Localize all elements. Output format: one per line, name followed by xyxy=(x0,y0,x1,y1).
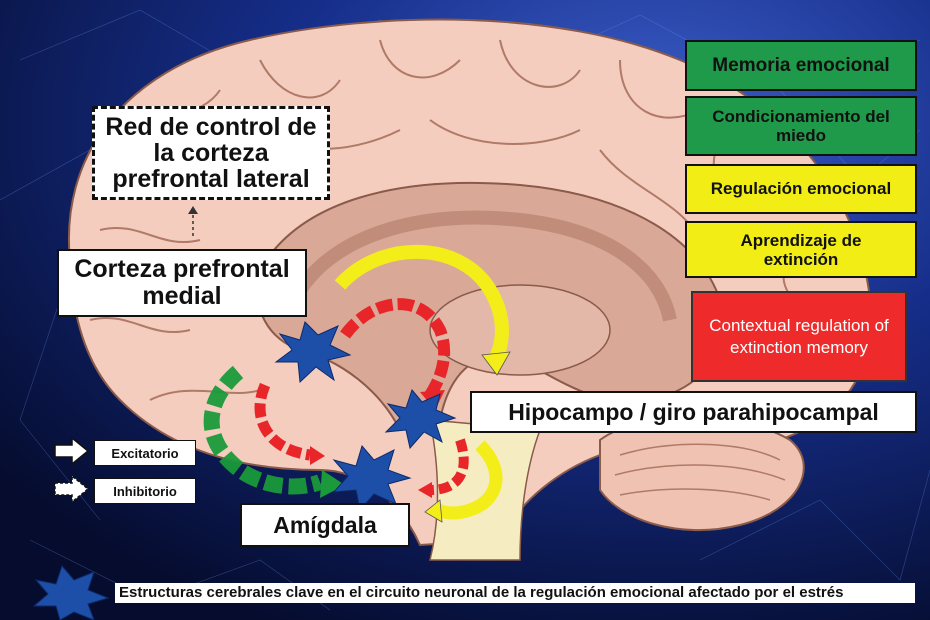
label-hipocampo-text: Hipocampo / giro parahipocampal xyxy=(508,398,879,425)
green-arrow xyxy=(203,365,323,495)
function-condicionamiento: Condicionamiento del miedo xyxy=(685,96,917,156)
label-hipocampo: Hipocampo / giro parahipocampal xyxy=(470,391,917,433)
function-condicionamiento-text: Condicionamiento del miedo xyxy=(712,107,890,145)
label-cpfm-text: Corteza prefrontal medial xyxy=(74,255,290,310)
legend-inhibitorio: Inhibitorio xyxy=(94,478,196,504)
label-red-control: Red de control de la corteza prefrontal … xyxy=(92,106,330,200)
thalamus xyxy=(429,284,611,376)
star-cpfm xyxy=(274,321,352,384)
function-regulacion: Regulación emocional xyxy=(685,164,917,214)
function-memoria-text: Memoria emocional xyxy=(712,54,890,76)
caption-text: Estructuras cerebrales clave en el circu… xyxy=(119,584,844,601)
legend-excitatory-arrow xyxy=(54,436,90,466)
function-regulacion-text: Regulación emocional xyxy=(710,179,892,198)
label-amigdala-text: Amígdala xyxy=(273,511,377,538)
caption-star-icon xyxy=(32,565,110,620)
legend-inhibitorio-text: Inhibitorio xyxy=(113,483,177,499)
yellow-arrow-1 xyxy=(334,244,509,364)
legend-excitatorio-text: Excitatorio xyxy=(111,445,179,461)
red-arrow-2 xyxy=(254,382,311,461)
caption: Estructuras cerebrales clave en el circu… xyxy=(115,583,915,603)
label-amigdala: Amígdala xyxy=(240,503,410,547)
yellow-arrow-2 xyxy=(435,440,503,520)
star-amigdala xyxy=(332,444,412,512)
legend-excitatorio: Excitatorio xyxy=(94,440,196,466)
function-aprendizaje: Aprendizaje de extinción xyxy=(685,221,917,278)
brainstem xyxy=(429,419,542,561)
label-cpfm: Corteza prefrontal medial xyxy=(57,249,307,317)
function-aprendizaje-text: Aprendizaje de extinción xyxy=(740,230,862,269)
red-arrow-1 xyxy=(340,298,451,399)
label-red-control-text: Red de control de la corteza prefrontal … xyxy=(105,113,317,193)
function-memoria: Memoria emocional xyxy=(685,40,917,91)
function-contextual-text: Contextual regulation of extinction memo… xyxy=(709,315,889,357)
legend-inhibitory-arrow xyxy=(54,474,90,504)
function-contextual: Contextual regulation of extinction memo… xyxy=(691,291,907,382)
red-arrow-3 xyxy=(429,438,469,495)
star-hipocampo xyxy=(384,388,457,450)
